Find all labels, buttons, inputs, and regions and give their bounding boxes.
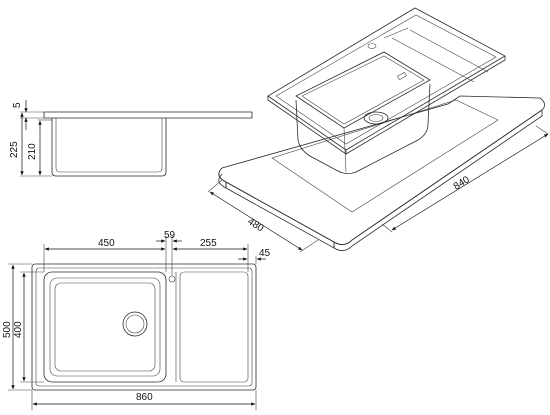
tap-hole-iso xyxy=(367,43,377,49)
dim-gap: 59 xyxy=(164,230,176,241)
dim-bowl-width: 450 xyxy=(98,238,115,249)
dim-depth-total: 225 xyxy=(9,141,20,158)
drainer xyxy=(179,271,249,383)
dim-overall-height: 500 xyxy=(2,321,13,338)
side-view-bowl-inner xyxy=(55,118,163,173)
countertop-cutout xyxy=(271,99,499,213)
side-view-flange xyxy=(43,111,253,119)
dim-bowl-height: 400 xyxy=(13,321,24,338)
bowl-opening xyxy=(295,51,431,129)
drain-iso xyxy=(363,111,389,125)
dim-bowl-depth: 210 xyxy=(27,143,38,160)
drain xyxy=(122,311,148,337)
dim-edge: 45 xyxy=(259,248,271,259)
countertop-right-edge xyxy=(333,109,543,251)
isometric-view: 480 840 xyxy=(207,7,549,253)
dim-overall-width: 860 xyxy=(136,392,153,403)
sink-outline xyxy=(31,263,257,391)
dim-flange: 5 xyxy=(12,102,23,108)
plan-view: 450 59 255 45 860 500 400 xyxy=(2,230,271,410)
bowl-body xyxy=(295,83,431,174)
dim-cutout-depth: 480 xyxy=(245,216,265,234)
side-view-bowl xyxy=(51,118,167,177)
dim-drainer-offset: 255 xyxy=(200,238,217,249)
sink-rim-inner xyxy=(275,14,497,145)
tap-hole xyxy=(168,275,176,283)
sink-rim-outer xyxy=(267,7,506,151)
side-view: 5 225 210 xyxy=(9,100,253,177)
countertop-front-edge xyxy=(225,181,335,249)
dim-cutout-width: 840 xyxy=(452,174,472,192)
bowl-outline xyxy=(43,271,167,383)
countertop-top xyxy=(218,95,545,245)
